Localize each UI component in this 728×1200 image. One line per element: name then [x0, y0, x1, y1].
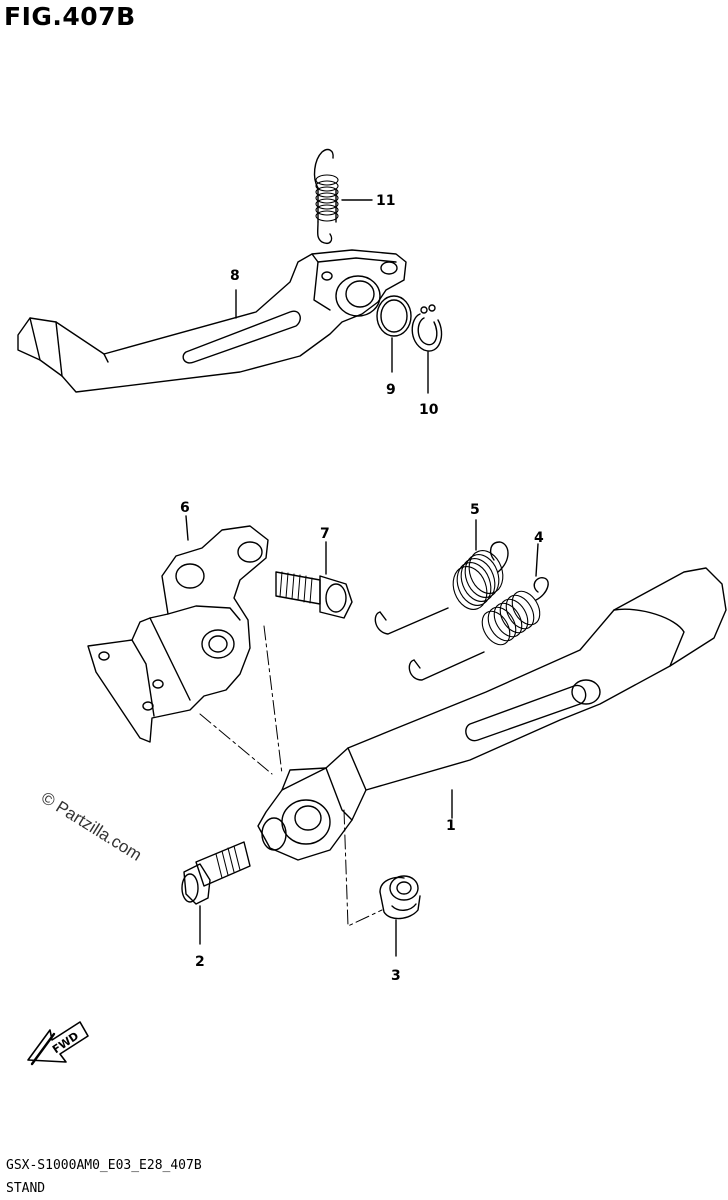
part-4-spring[interactable] [408, 543, 549, 681]
part-3-bush[interactable] [379, 875, 421, 957]
part-7-bolt[interactable] [275, 541, 353, 619]
part-10-circlip[interactable] [411, 304, 443, 394]
label-part-8: 8 [230, 268, 240, 284]
figure-title: FIG.407B [4, 2, 136, 31]
label-part-2: 2 [195, 954, 205, 970]
part-labels: 1 2 3 4 5 6 7 8 9 10 11 [180, 193, 544, 984]
label-part-3: 3 [391, 968, 401, 984]
fwd-arrow-icon: FWD [27, 1021, 89, 1066]
part-8-stand-lever[interactable] [17, 249, 407, 393]
part-9-washer[interactable] [376, 295, 412, 373]
label-part-10: 10 [419, 402, 439, 418]
part-1-side-stand[interactable] [257, 567, 727, 861]
part-2-pivot-bolt[interactable] [181, 841, 251, 945]
label-part-9: 9 [386, 382, 396, 398]
part-5-spring[interactable] [374, 519, 509, 635]
label-part-7: 7 [320, 526, 330, 542]
label-part-1: 1 [446, 818, 456, 834]
label-part-5: 5 [470, 502, 480, 518]
label-part-4: 4 [534, 530, 544, 546]
part-11-spring[interactable] [313, 148, 373, 244]
label-part-6: 6 [180, 500, 190, 516]
assembly-lines [199, 625, 383, 927]
label-part-11: 11 [376, 193, 395, 209]
part-6-mount-bracket[interactable] [87, 515, 269, 743]
footer-name: STAND [6, 1181, 46, 1196]
footer-code: GSX-S1000AM0_E03_E28_407B [6, 1158, 202, 1173]
